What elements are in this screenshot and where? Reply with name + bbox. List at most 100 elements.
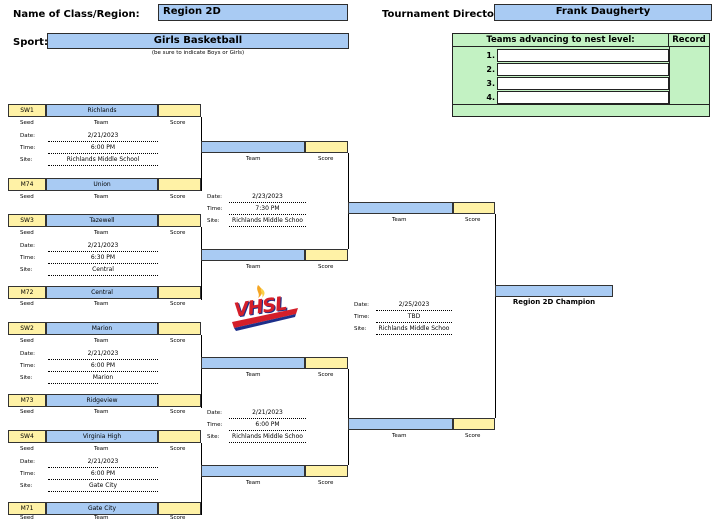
time-field[interactable]: 6:00 PM	[48, 143, 158, 154]
team-label: Team	[392, 433, 407, 439]
date-field[interactable]: 2/21/2023	[48, 457, 158, 468]
time-field[interactable]: 6:00 PM	[48, 469, 158, 480]
date-field[interactable]: 2/21/2023	[48, 349, 158, 360]
score-label: Score	[170, 338, 186, 344]
advancing-row-3-field[interactable]	[497, 77, 669, 90]
final-team-slot[interactable]	[348, 202, 453, 214]
seed-label: Seed	[20, 338, 34, 344]
final-time[interactable]: TBD	[376, 312, 452, 323]
team-label: Team	[94, 120, 109, 126]
advancing-row-1-field[interactable]	[497, 49, 669, 62]
sport-field[interactable]: Girls Basketball	[47, 33, 349, 49]
team-cell[interactable]: Richlands	[46, 104, 158, 117]
score-cell[interactable]	[158, 322, 201, 335]
r2b-date[interactable]: 2/21/2023	[229, 408, 306, 419]
team-label: Team	[94, 194, 109, 200]
score-cell[interactable]	[158, 104, 201, 117]
r2-score-slot[interactable]	[305, 141, 348, 153]
advancing-row-4-field[interactable]	[497, 91, 669, 104]
date-label: Date:	[20, 243, 35, 249]
final-site[interactable]: Richlands Middle Schoo	[376, 324, 452, 335]
score-label: Score	[170, 120, 186, 126]
site-label: Site:	[207, 434, 220, 440]
advancing-row-2-label: 2.	[486, 65, 495, 74]
class-field[interactable]: Region 2D	[158, 4, 348, 21]
director-field[interactable]: Frank Daugherty	[494, 4, 712, 21]
date-label: Date:	[20, 459, 35, 465]
team-cell[interactable]: Central	[46, 286, 158, 299]
r2-score-slot[interactable]	[305, 357, 348, 369]
team-cell[interactable]: Union	[46, 178, 158, 191]
team-cell[interactable]: Tazewell	[46, 214, 158, 227]
record-header: Record	[669, 34, 709, 47]
final-score-slot[interactable]	[453, 418, 495, 430]
bracket-line	[348, 153, 349, 249]
date-field[interactable]: 2/21/2023	[48, 241, 158, 252]
r2a-time[interactable]: 7:30 PM	[229, 204, 306, 215]
r2-team-slot[interactable]	[201, 249, 305, 261]
champion-slot[interactable]	[495, 285, 613, 297]
score-cell[interactable]	[158, 178, 201, 191]
site-field[interactable]: Richlands Middle School	[48, 155, 158, 166]
team-cell[interactable]: Ridgeview	[46, 394, 158, 407]
seed-label: Seed	[20, 120, 34, 126]
site-label: Site:	[20, 483, 33, 489]
r2-team-slot[interactable]	[201, 465, 305, 477]
advancing-row-2-field[interactable]	[497, 63, 669, 76]
date-field[interactable]: 2/21/2023	[48, 131, 158, 142]
final-score-slot[interactable]	[453, 202, 495, 214]
bracket-line	[495, 214, 496, 418]
score-cell[interactable]	[158, 430, 201, 443]
score-cell[interactable]	[158, 286, 201, 299]
seed-cell[interactable]: SW1	[8, 104, 46, 117]
site-field[interactable]: Central	[48, 265, 158, 276]
team-label: Team	[246, 480, 261, 486]
champion-label: Region 2D Champion	[512, 298, 596, 306]
seed-cell[interactable]: M71	[8, 502, 46, 515]
advancing-row-4-label: 4.	[486, 93, 495, 102]
advancing-title: Teams advancing to nest level:	[453, 34, 669, 47]
site-field[interactable]: Marion	[48, 373, 158, 384]
team-label: Team	[94, 409, 109, 415]
site-field[interactable]: Gate City	[48, 481, 158, 492]
r2-score-slot[interactable]	[305, 465, 348, 477]
r2b-site[interactable]: Richlands Middle Schoo	[229, 432, 306, 443]
r2a-date[interactable]: 2/23/2023	[229, 192, 306, 203]
r2-team-slot[interactable]	[201, 141, 305, 153]
seed-label: Seed	[20, 515, 34, 521]
seed-cell[interactable]: M72	[8, 286, 46, 299]
date-label: Date:	[207, 194, 222, 200]
r2-score-slot[interactable]	[305, 249, 348, 261]
time-label: Time:	[20, 145, 36, 151]
team-cell[interactable]: Gate City	[46, 502, 158, 515]
date-label: Date:	[20, 351, 35, 357]
score-cell[interactable]	[158, 214, 201, 227]
r2-team-slot[interactable]	[201, 357, 305, 369]
seed-cell[interactable]: M74	[8, 178, 46, 191]
site-label: Site:	[354, 326, 367, 332]
team-cell[interactable]: Virginia High	[46, 430, 158, 443]
time-field[interactable]: 6:00 PM	[48, 361, 158, 372]
score-cell[interactable]	[158, 502, 201, 515]
seed-cell[interactable]: SW2	[8, 322, 46, 335]
team-label: Team	[246, 156, 261, 162]
team-cell[interactable]: Marion	[46, 322, 158, 335]
time-field[interactable]: 6:30 PM	[48, 253, 158, 264]
final-date[interactable]: 2/25/2023	[376, 300, 452, 311]
seed-cell[interactable]: SW4	[8, 430, 46, 443]
seed-cell[interactable]: M73	[8, 394, 46, 407]
time-label: Time:	[354, 314, 370, 320]
score-cell[interactable]	[158, 394, 201, 407]
seed-cell[interactable]: SW3	[8, 214, 46, 227]
score-label: Score	[170, 230, 186, 236]
team-label: Team	[246, 264, 261, 270]
r2a-site[interactable]: Richlands Middle Schoo	[229, 216, 306, 227]
score-label: Score	[170, 409, 186, 415]
bracket-line	[348, 369, 349, 465]
director-label: Tournament Director:	[382, 9, 503, 20]
bracket-line	[201, 335, 202, 408]
r2b-time[interactable]: 6:00 PM	[229, 420, 306, 431]
time-label: Time:	[20, 471, 36, 477]
final-team-slot[interactable]	[348, 418, 453, 430]
time-label: Time:	[20, 363, 36, 369]
